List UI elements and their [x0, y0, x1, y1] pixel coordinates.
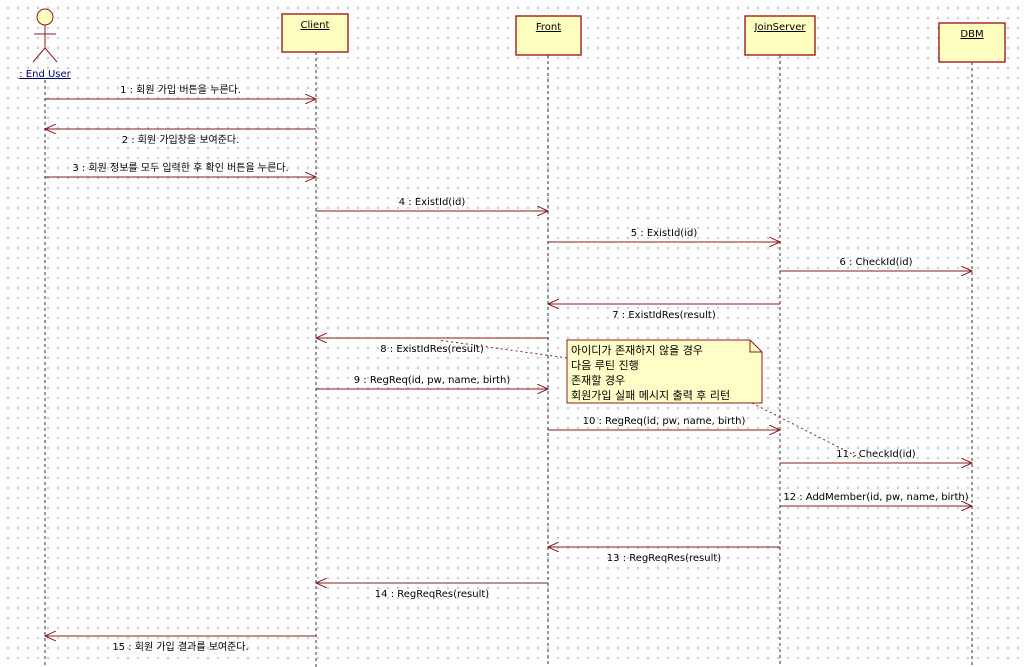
message-label: 4 : ExistId(id): [399, 197, 466, 208]
note-line: 존재할 경우: [571, 374, 625, 387]
message-3[interactable]: 3 : 회원 정보를 모두 입력한 후 확인 버튼을 누른다.: [45, 161, 316, 177]
actor-icon: [36, 8, 54, 26]
message-5[interactable]: 5 : ExistId(id): [548, 228, 780, 242]
message-2[interactable]: 2 : 회원 가입창을 보여준다.: [45, 129, 316, 146]
message-9[interactable]: 9 : RegReq(id, pw, name, birth): [316, 375, 548, 389]
message-6[interactable]: 6 : CheckId(id): [780, 257, 972, 271]
message-7[interactable]: 7 : ExistIdRes(result): [548, 304, 780, 321]
participant-label: DBM: [960, 29, 983, 40]
note-box: [566, 339, 763, 404]
note-fold: [749, 340, 762, 353]
participant-joinserver[interactable]: JoinServer: [744, 15, 816, 56]
message-label: 7 : ExistIdRes(result): [612, 310, 716, 321]
note-connector: [751, 402, 861, 459]
participant-client[interactable]: Client: [281, 13, 349, 53]
message-label: 1 : 회원 가입 버튼을 누른다.: [120, 83, 241, 96]
message-13[interactable]: 13 : RegReqRes(result): [548, 547, 780, 564]
message-label: 3 : 회원 정보를 모두 입력한 후 확인 버튼을 누른다.: [72, 161, 288, 174]
message-4[interactable]: 4 : ExistId(id): [316, 197, 548, 211]
note-line: 다음 루틴 진행: [571, 359, 639, 372]
note[interactable]: 아이디가 존재하지 않을 경우 다음 루틴 진행 존재할 경우 회원가입 실패 …: [437, 339, 861, 459]
message-label: 5 : ExistId(id): [631, 228, 698, 239]
participant-label: Client: [301, 20, 330, 31]
message-label: 8 : ExistIdRes(result): [380, 344, 484, 355]
participant-label: Front: [536, 22, 561, 33]
message-10[interactable]: 10 : RegReq(id, pw, name, birth): [548, 416, 780, 430]
note-line: 회원가입 실패 메시지 출력 후 리턴: [571, 389, 730, 402]
message-label: 13 : RegReqRes(result): [607, 553, 722, 564]
message-12[interactable]: 12 : AddMember(id, pw, name, birth): [780, 492, 972, 506]
message-label: 14 : RegReqRes(result): [375, 589, 490, 600]
message-11[interactable]: 11 : CheckId(id): [780, 449, 972, 463]
message-8[interactable]: 8 : ExistIdRes(result): [316, 338, 548, 355]
message-15[interactable]: 15 : 회원 가입 결과를 보여준다.: [45, 636, 316, 653]
participant-label: : End User: [19, 69, 71, 80]
message-label: 10 : RegReq(id, pw, name, birth): [583, 416, 746, 427]
note-connector: [437, 339, 568, 359]
message-label: 6 : CheckId(id): [839, 257, 912, 268]
message-14[interactable]: 14 : RegReqRes(result): [316, 583, 548, 600]
message-1[interactable]: 1 : 회원 가입 버튼을 누른다.: [45, 83, 316, 99]
message-label: 9 : RegReq(id, pw, name, birth): [354, 375, 511, 386]
message-label: 15 : 회원 가입 결과를 보여준다.: [112, 640, 248, 653]
participant-dbm[interactable]: DBM: [938, 22, 1006, 63]
participant-front[interactable]: Front: [515, 15, 582, 56]
message-label: 12 : AddMember(id, pw, name, birth): [783, 492, 968, 503]
note-line: 아이디가 존재하지 않을 경우: [571, 343, 703, 357]
message-label: 2 : 회원 가입창을 보여준다.: [122, 133, 240, 146]
participant-label: JoinServer: [754, 22, 807, 33]
actor-end-user[interactable]: : End User: [19, 8, 72, 80]
message-label: 11 : CheckId(id): [836, 449, 916, 460]
